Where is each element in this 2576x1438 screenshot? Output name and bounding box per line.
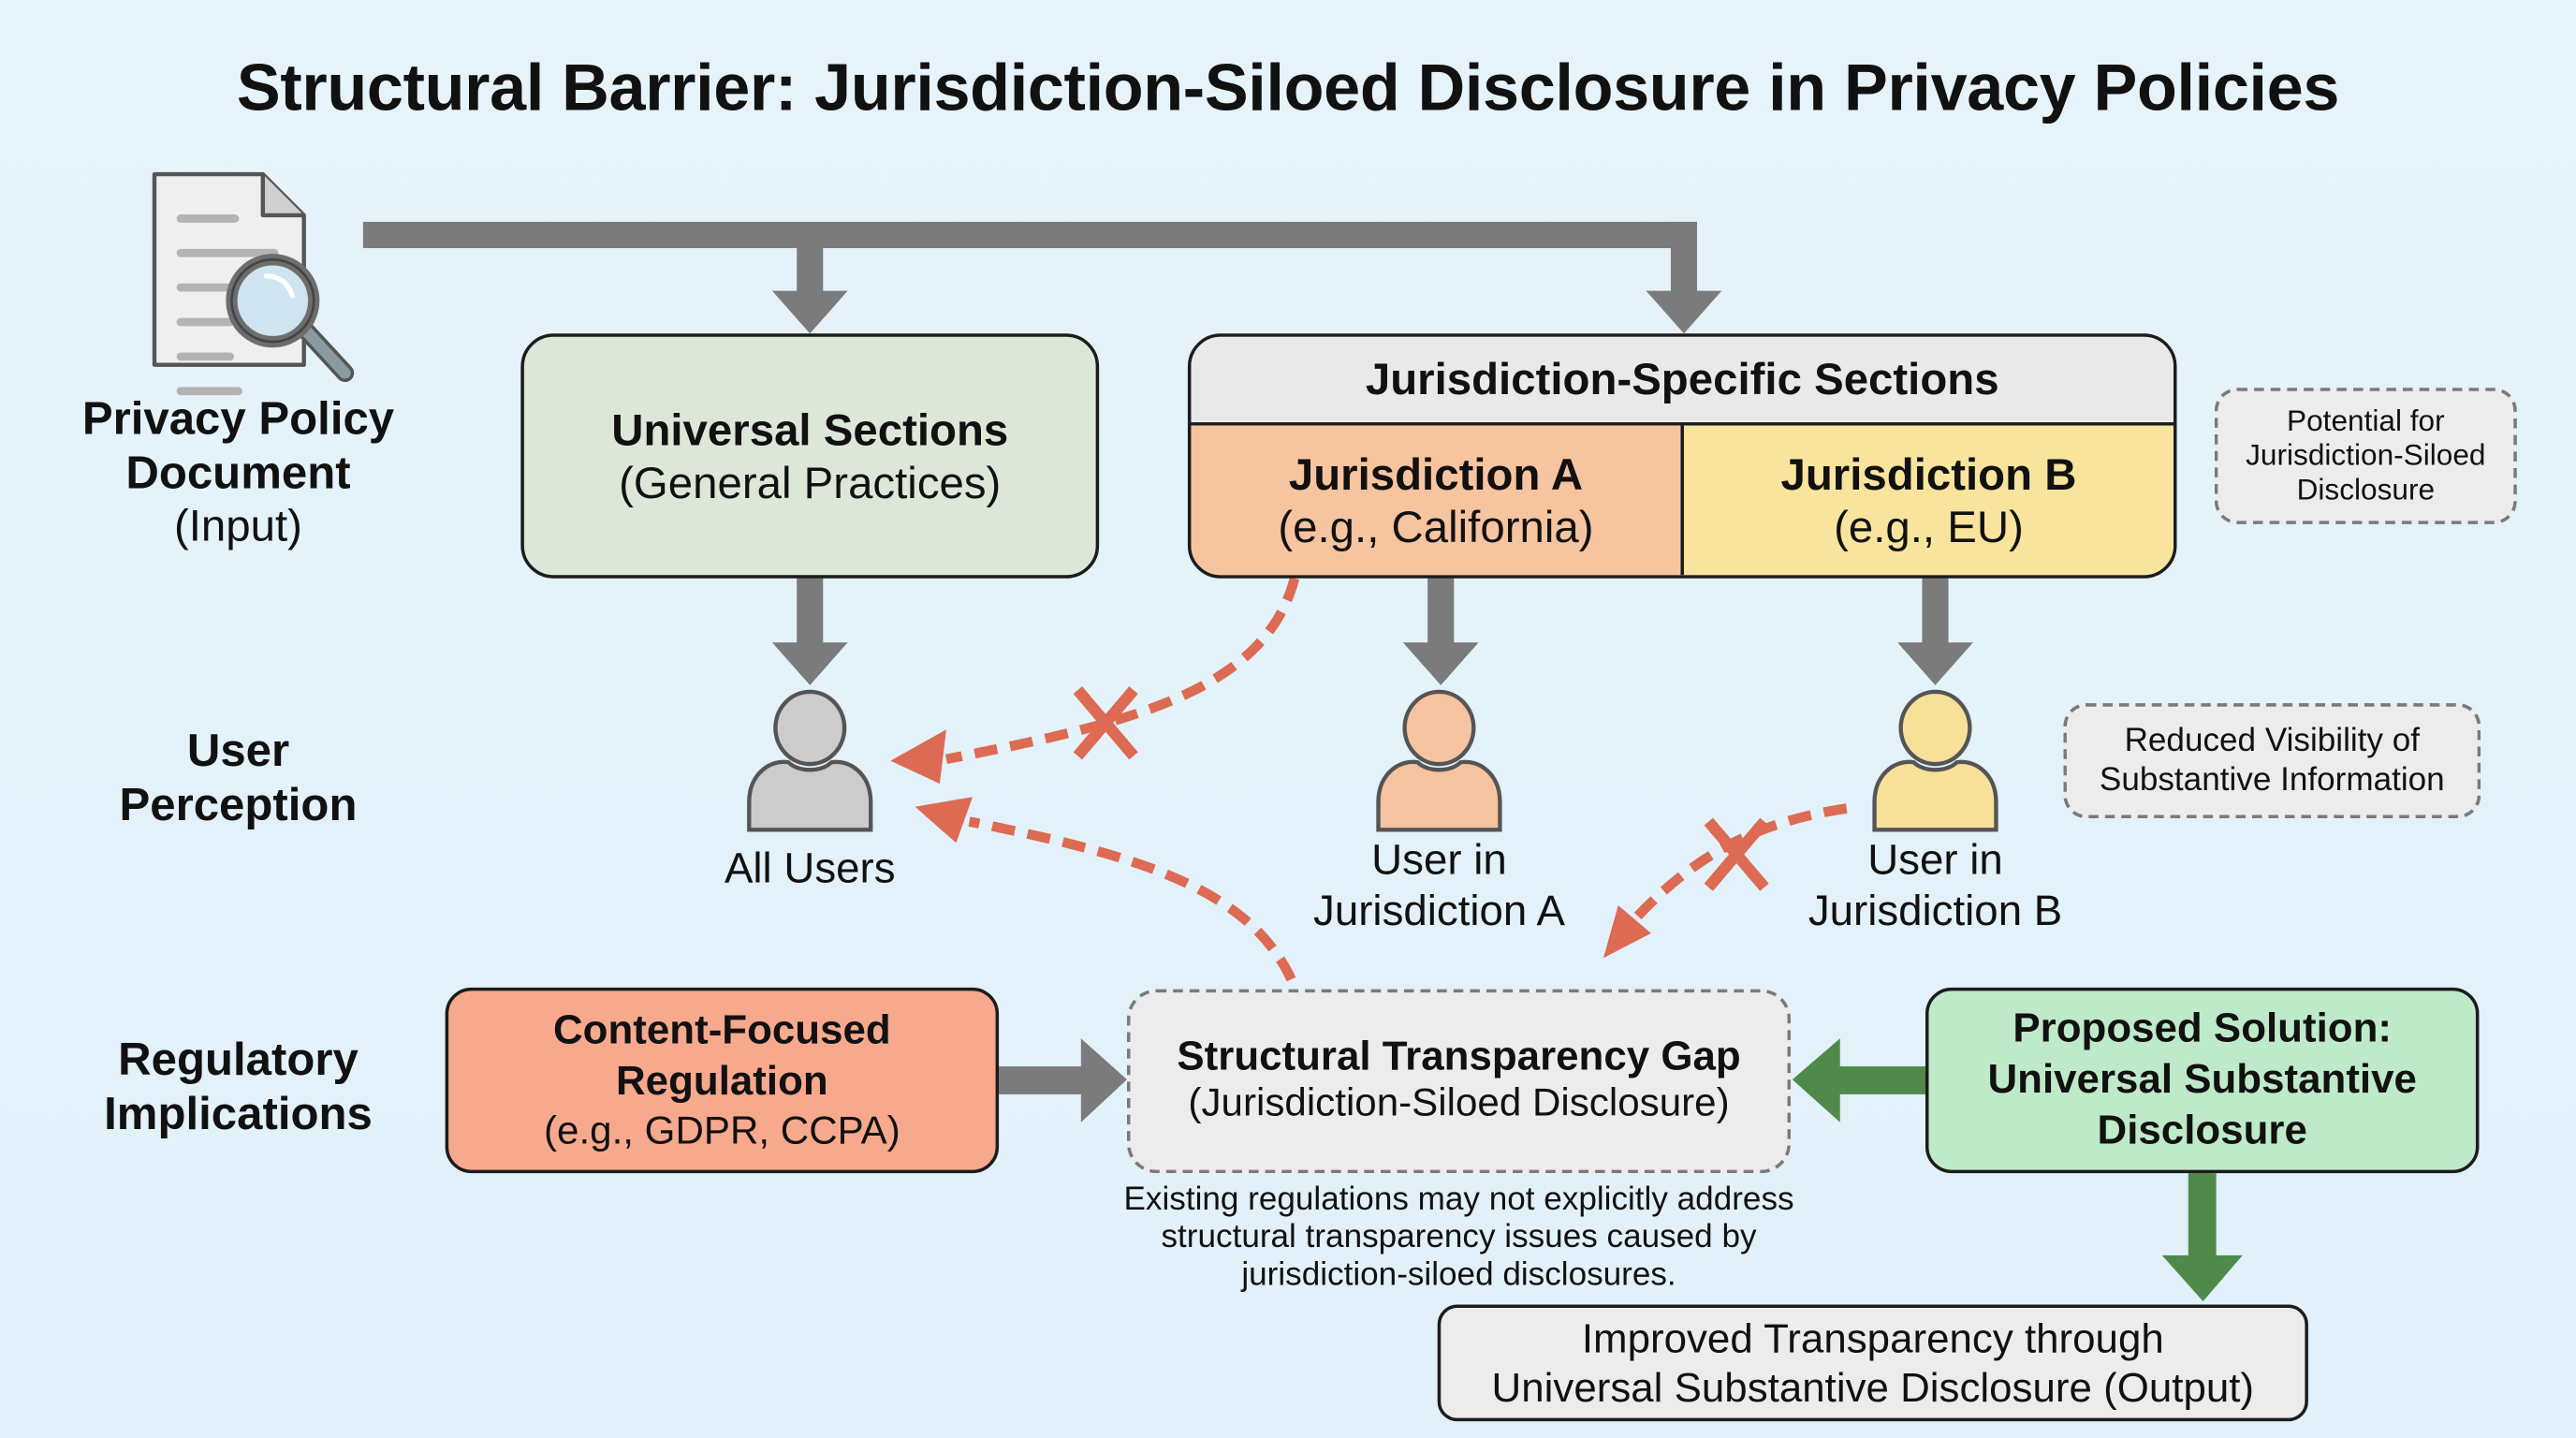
block-x-marks	[1073, 686, 1769, 891]
jurisdiction-sections-header: Jurisdiction-Specific Sections	[1191, 336, 2174, 426]
arrow-to-universal-shaft	[797, 234, 824, 295]
universal-sections-subtitle: (General Practices)	[619, 457, 1002, 507]
content-regulation-box: Content-Focused Regulation (e.g., GDPR, …	[445, 987, 1000, 1174]
row-label-user-perception: User Perception	[66, 723, 411, 831]
arrow-b-to-user-b-shaft	[1922, 577, 1949, 646]
arrowhead-gap-to-all	[915, 797, 973, 844]
gap-note-line: jurisdiction-siloed disclosures.	[1241, 1256, 1676, 1294]
arrow-a-to-user-a-shaft	[1427, 577, 1455, 646]
arrow-solution-to-output	[2161, 1173, 2243, 1302]
arrow-regulation-shaft	[999, 1066, 1085, 1094]
arrow-to-jurisdiction-head	[1646, 290, 1722, 334]
input-label-title: Privacy Policy	[81, 392, 395, 444]
transparency-gap-box: Structural Transparency Gap (Jurisdictio…	[1126, 989, 1792, 1174]
arrow-universal-to-all-shaft	[797, 577, 824, 646]
arrow-universal-to-all-head	[771, 642, 848, 685]
gap-subtitle: (Jurisdiction-Siloed Disclosure)	[1188, 1080, 1730, 1126]
arrow-regulation-to-gap	[999, 1038, 1127, 1123]
arrow-a-to-user-a-head	[1402, 642, 1479, 685]
user-label-all: All Users	[724, 843, 896, 893]
arrow-to-jurisdiction-shaft	[1670, 221, 1698, 295]
row-label-line: User	[186, 724, 290, 776]
distribution-arrows	[362, 221, 1722, 334]
output-line: Universal Substantive Disclosure (Output…	[1491, 1364, 2255, 1411]
annotation-line: Substantive Information	[2099, 762, 2445, 799]
flow-gap-to-all	[968, 816, 1296, 982]
jurisdiction-sections-box: Jurisdiction-Specific Sections Jurisdict…	[1187, 333, 2177, 579]
user-label-b: User in Jurisdiction B	[1738, 835, 2132, 937]
user-icon-a	[1376, 689, 1502, 832]
user-icon-all	[747, 689, 873, 832]
annotation-line: Jurisdiction-Siloed	[2246, 438, 2486, 472]
jurisdiction-b-cell: Jurisdiction B (e.g., EU)	[1683, 425, 2174, 576]
arrowhead-b-to-a	[1603, 905, 1651, 959]
blocked-flow-a-to-all	[944, 577, 1300, 765]
annotation-line: Potential for	[2287, 404, 2445, 437]
arrow-b-to-user-b-head	[1897, 642, 1973, 685]
x-mark-icon	[1073, 686, 1138, 760]
arrow-solution-to-gap	[1792, 1038, 1925, 1123]
diagram-title: Structural Barrier: Jurisdiction-Siloed …	[236, 52, 2340, 125]
user-label-a: User in Jurisdiction A	[1242, 835, 1636, 937]
user-arrows	[771, 577, 1973, 685]
jurisdiction-b-subtitle: (e.g., EU)	[1834, 502, 2024, 551]
output-box: Improved Transparency through Universal …	[1437, 1304, 2308, 1422]
universal-sections-box: Universal Sections (General Practices)	[520, 333, 1100, 579]
arrow-output-shaft	[2188, 1173, 2217, 1259]
arrow-solution-head	[1792, 1038, 1840, 1123]
solution-line: Proposed Solution:	[2012, 1005, 2393, 1052]
user-icon-b	[1872, 689, 1998, 832]
jurisdiction-a-title: Jurisdiction A	[1288, 449, 1584, 499]
jurisdiction-b-title: Jurisdiction B	[1780, 449, 2077, 499]
blocked-arrowheads	[890, 729, 1651, 959]
row-label-line: Perception	[119, 778, 358, 830]
regulation-title2: Regulation	[615, 1057, 828, 1104]
document-magnifier-icon	[152, 171, 355, 396]
arrow-to-universal-head	[771, 290, 848, 334]
top-connector-bar	[362, 221, 1698, 249]
proposed-solution-box: Proposed Solution: Universal Substantive…	[1925, 987, 2480, 1174]
jurisdiction-a-cell: Jurisdiction A (e.g., California)	[1191, 425, 1684, 576]
universal-sections-title: Universal Sections	[611, 404, 1009, 455]
solution-line: Disclosure	[2097, 1107, 2307, 1154]
user-label-line: User in	[1371, 834, 1507, 885]
row-label-regulatory: Regulatory Implications	[66, 1032, 411, 1140]
x-mark-icon	[1704, 817, 1769, 891]
regulation-sub: (e.g., GDPR, CCPA)	[543, 1108, 900, 1153]
arrowhead-a-to-all	[890, 729, 946, 785]
output-line: Improved Transparency through	[1581, 1314, 2164, 1362]
gap-note-line: Existing regulations may not explicitly …	[1123, 1181, 1794, 1218]
input-label-title2: Document	[125, 447, 351, 498]
gap-note: Existing regulations may not explicitly …	[1018, 1181, 1899, 1295]
annotation-reduced-visibility: Reduced Visibility of Substantive Inform…	[2063, 703, 2481, 819]
arrow-regulation-head	[1080, 1038, 1127, 1123]
user-label-line: User in	[1867, 834, 2003, 885]
arrow-solution-shaft	[1837, 1066, 1925, 1094]
annotation-siloed-potential: Potential for Jurisdiction-Siloed Disclo…	[2214, 388, 2517, 524]
row-label-line: Implications	[104, 1087, 373, 1139]
jurisdiction-a-subtitle: (e.g., California)	[1278, 502, 1594, 551]
row-label-line: Regulatory	[118, 1033, 359, 1085]
arrow-output-head	[2161, 1255, 2243, 1302]
solution-line: Universal Substantive	[1987, 1056, 2417, 1103]
regulation-title: Content-Focused	[552, 1005, 891, 1053]
annotation-line: Reduced Visibility of	[2124, 723, 2421, 759]
input-label: Privacy Policy Document (Input)	[50, 391, 428, 552]
user-label-line: Jurisdiction A	[1313, 885, 1565, 935]
annotation-line: Disclosure	[2296, 473, 2436, 506]
gap-note-line: structural transparency issues caused by	[1161, 1219, 1757, 1255]
user-label-line: Jurisdiction B	[1808, 885, 2063, 935]
gap-title: Structural Transparency Gap	[1177, 1033, 1741, 1080]
input-label-sub: (Input)	[173, 501, 302, 550]
